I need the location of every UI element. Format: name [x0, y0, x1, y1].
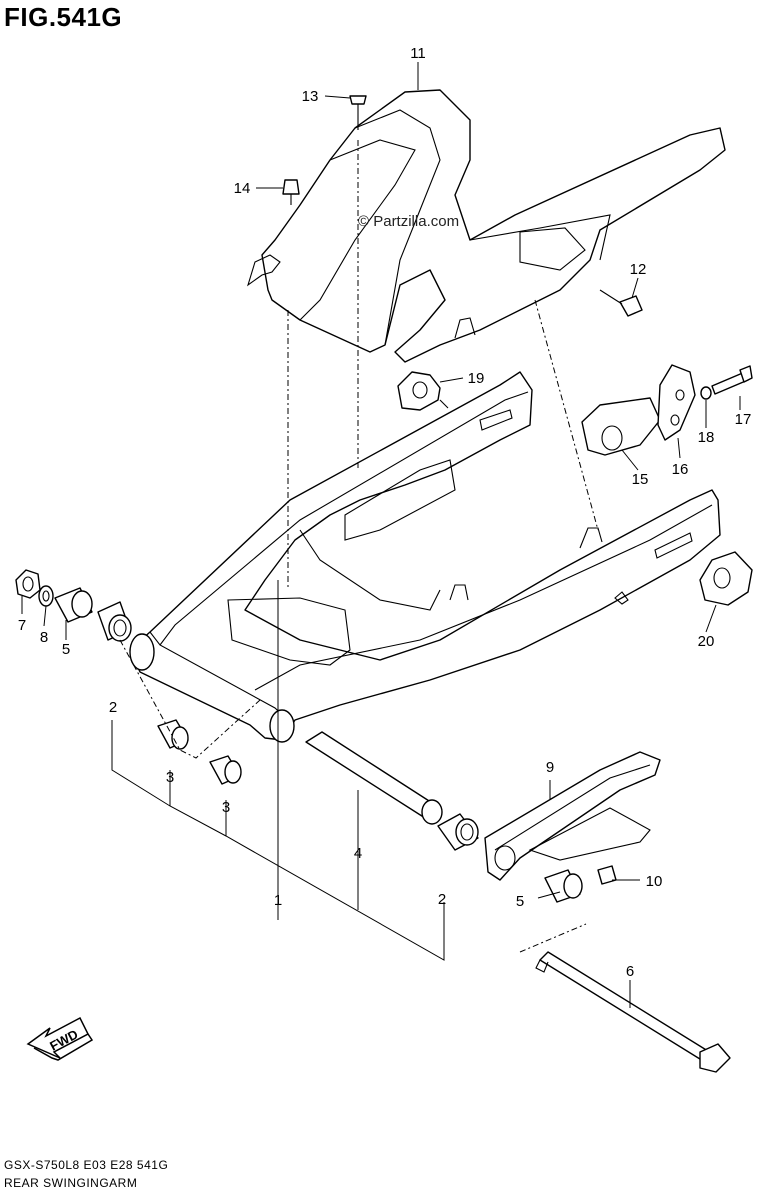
- bolt-long[interactable]: [711, 365, 753, 395]
- washer-small[interactable]: [700, 386, 712, 400]
- needle-bearing-upper[interactable]: [157, 719, 189, 750]
- washer[interactable]: [38, 585, 54, 607]
- spacer-right[interactable]: [544, 869, 583, 903]
- assembly-line-buffer: [119, 639, 261, 759]
- callout-8: 8: [40, 629, 48, 646]
- callout-11: 11: [410, 45, 426, 62]
- chain-protector[interactable]: [581, 397, 661, 456]
- bracket-lower[interactable]: [699, 551, 753, 606]
- callout-3-upper: 3: [166, 769, 174, 786]
- callout-10: 10: [646, 873, 663, 890]
- callout-20: 20: [698, 633, 715, 650]
- callout-2-left: 2: [109, 699, 117, 716]
- callout-7: 7: [18, 617, 26, 634]
- callout-18: 18: [698, 429, 715, 446]
- callout-14: 14: [234, 180, 251, 197]
- bolt-guard[interactable]: [599, 289, 643, 317]
- callout-12: 12: [630, 261, 647, 278]
- callout-5-right: 5: [516, 893, 524, 910]
- spacer-left[interactable]: [54, 587, 93, 623]
- fwd-arrow-icon: FWD: [26, 1016, 94, 1061]
- callout-2-right: 2: [438, 891, 446, 908]
- bearing-right[interactable]: [437, 813, 479, 851]
- callout-3-lower: 3: [222, 799, 230, 816]
- callout-9: 9: [546, 759, 554, 776]
- chain-buffer[interactable]: [484, 751, 661, 881]
- screw-fender[interactable]: [349, 95, 367, 130]
- callout-4: 4: [354, 845, 362, 862]
- bearing-left[interactable]: [97, 601, 132, 642]
- pivot-shaft[interactable]: [535, 951, 731, 1073]
- needle-bearing-lower[interactable]: [209, 755, 242, 785]
- figure-title: FIG.541G: [4, 2, 123, 32]
- nut[interactable]: [15, 569, 41, 599]
- callout-6: 6: [626, 963, 634, 980]
- callout-5-left: 5: [62, 641, 70, 658]
- callout-15: 15: [632, 471, 649, 488]
- callout-19: 19: [468, 370, 485, 387]
- callout-13: 13: [302, 88, 319, 105]
- screw-buffer[interactable]: [597, 865, 617, 885]
- rear-fender-chain-guard[interactable]: [247, 89, 726, 363]
- callout-16: 16: [672, 461, 689, 478]
- callout-17: 17: [735, 411, 752, 428]
- bracket-upper[interactable]: [397, 371, 449, 411]
- leader-lines: [21, 62, 741, 1008]
- callout-1: 1: [274, 892, 282, 909]
- clip-nut[interactable]: [282, 179, 300, 205]
- callout-labels: 1 2 2 3 3 4 5 5 6 7 8 9 10 11 12 13 14 1…: [18, 45, 752, 980]
- watermark: © Partzilla.com: [358, 213, 459, 230]
- assembly-line-shaft: [519, 923, 587, 953]
- pivot-sleeve[interactable]: [305, 731, 443, 825]
- chain-plate[interactable]: [657, 364, 696, 441]
- model-code: GSX-S750L8 E03 E28 541G: [4, 1158, 169, 1172]
- assembly-line-guard: [534, 299, 599, 531]
- figure-name: REAR SWINGINGARM: [4, 1176, 138, 1190]
